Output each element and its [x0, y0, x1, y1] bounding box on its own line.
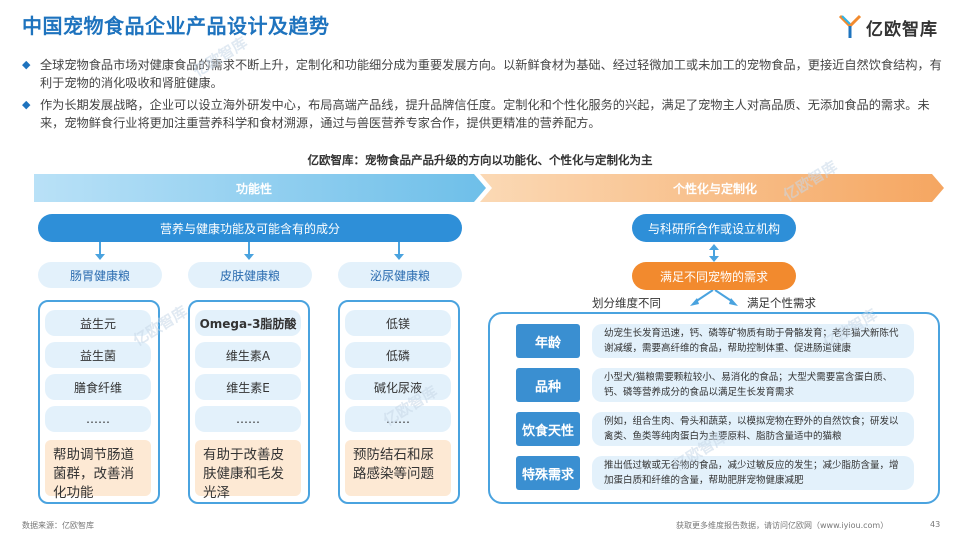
- bullet-text: 作为长期发展战略，企业可以设立海外研发中心，布局高端产品线，提升品牌信任度。定制…: [40, 98, 930, 130]
- ingredient-item: 益生菌: [45, 342, 151, 368]
- logo: 亿欧智库: [838, 14, 938, 40]
- functional-pill: 营养与健康功能及可能含有的成分: [38, 214, 462, 242]
- ingredient-item: 维生素E: [195, 374, 301, 400]
- row-desc-age: 幼宠生长发育迅速，钙、磷等矿物质有助于骨骼发育；老年猫犬新陈代谢减缓，需要高纤维…: [592, 324, 914, 358]
- branch-right-label: 满足个性需求: [747, 296, 816, 310]
- column-box-gut: [38, 300, 160, 504]
- source-note: 数据来源：亿欧智库: [22, 521, 94, 530]
- bullet-item: ◆ 作为长期发展战略，企业可以设立海外研发中心，布局高端产品线，提升品牌信任度。…: [22, 96, 942, 132]
- column-box-skin: [188, 300, 310, 504]
- down-arrow: [398, 242, 400, 256]
- right-arrow-label: 个性化与定制化: [672, 181, 757, 196]
- benefit-note: 有助于改善皮肤健康和毛发光泽: [195, 440, 301, 501]
- row-label-instinct: 饮食天性: [516, 412, 580, 446]
- ingredient-item: Omega-3脂肪酸: [195, 310, 301, 336]
- ingredient-item: 维生素A: [195, 342, 301, 368]
- row-desc-instinct: 例如，组合生肉、骨头和蔬菜，以模拟宠物在野外的自然饮食；研发以禽类、鱼类等纯肉蛋…: [592, 412, 914, 446]
- diamond-icon: ◆: [22, 58, 31, 71]
- more-info-link[interactable]: 获取更多维度报告数据，请访问亿欧网（www.iyiou.com）: [676, 521, 889, 530]
- left-arrow-shape: [34, 174, 486, 202]
- ingredient-item: 低镁: [345, 310, 451, 336]
- benefit-note: 预防结石和尿路感染等问题: [345, 440, 451, 496]
- bullet-list: ◆ 全球宠物食品市场对健康食品的需求不断上升，定制化和功能细分成为重要发展方向。…: [22, 56, 942, 136]
- column-tag-gut: 肠胃健康粮: [38, 262, 162, 288]
- ingredient-item: 益生元: [45, 310, 151, 336]
- arrowhead-icon: [709, 256, 719, 262]
- ingredient-item: 膳食纤维: [45, 374, 151, 400]
- ingredient-item: ……: [345, 406, 451, 432]
- branch-left-label: 划分维度不同: [592, 296, 661, 310]
- column-box-urinary: [338, 300, 460, 504]
- row-desc-special: 推出低过敏或无谷物的食品，减少过敏反应的发生；减少脂肪含量，增加蛋白质和纤维的含…: [592, 456, 914, 490]
- column-tag-skin: 皮肤健康粮: [188, 262, 312, 288]
- column-tag-urinary: 泌尿健康粮: [338, 262, 462, 288]
- down-arrow: [99, 242, 101, 256]
- left-arrow-label: 功能性: [235, 181, 272, 196]
- arrow-bars: [34, 174, 944, 202]
- page-title: 中国宠物食品企业产品设计及趋势: [22, 14, 330, 38]
- page-number: 43: [930, 520, 941, 529]
- row-label-breed: 品种: [516, 368, 580, 402]
- yiou-logo-icon: [838, 14, 862, 38]
- row-label-special: 特殊需求: [516, 456, 580, 490]
- ingredient-item: ……: [195, 406, 301, 432]
- ingredient-item: 低磷: [345, 342, 451, 368]
- row-label-age: 年龄: [516, 324, 580, 358]
- right-arrow-shape: [480, 174, 944, 202]
- arrowhead-up-icon: [709, 244, 719, 250]
- research-pill: 与科研所合作或设立机构: [632, 214, 796, 242]
- double-arrow: [713, 250, 715, 256]
- ingredient-item: ……: [45, 406, 151, 432]
- arrowhead-icon: [244, 254, 254, 260]
- customization-box: [488, 312, 940, 504]
- branch-arrows: [690, 290, 738, 306]
- logo-text: 亿欧智库: [866, 19, 938, 40]
- diagram-subtitle: 亿欧智库：宠物食品产品升级的方向以功能化、个性化与定制化为主: [307, 153, 653, 167]
- benefit-note: 帮助调节肠道菌群，改善消化功能: [45, 440, 151, 501]
- row-desc-breed: 小型犬/猫粮需要颗粒较小、易消化的食品；大型犬需要富含蛋白质、钙、磷等营养成分的…: [592, 368, 914, 402]
- needs-pill: 满足不同宠物的需求: [632, 262, 796, 290]
- diamond-icon: ◆: [22, 98, 31, 111]
- down-arrow: [248, 242, 250, 256]
- ingredient-item: 碱化尿液: [345, 374, 451, 400]
- bullet-text: 全球宠物食品市场对健康食品的需求不断上升，定制化和功能细分成为重要发展方向。以新…: [40, 58, 942, 90]
- bullet-item: ◆ 全球宠物食品市场对健康食品的需求不断上升，定制化和功能细分成为重要发展方向。…: [22, 56, 942, 92]
- arrowhead-icon: [394, 254, 404, 260]
- arrowhead-icon: [95, 254, 105, 260]
